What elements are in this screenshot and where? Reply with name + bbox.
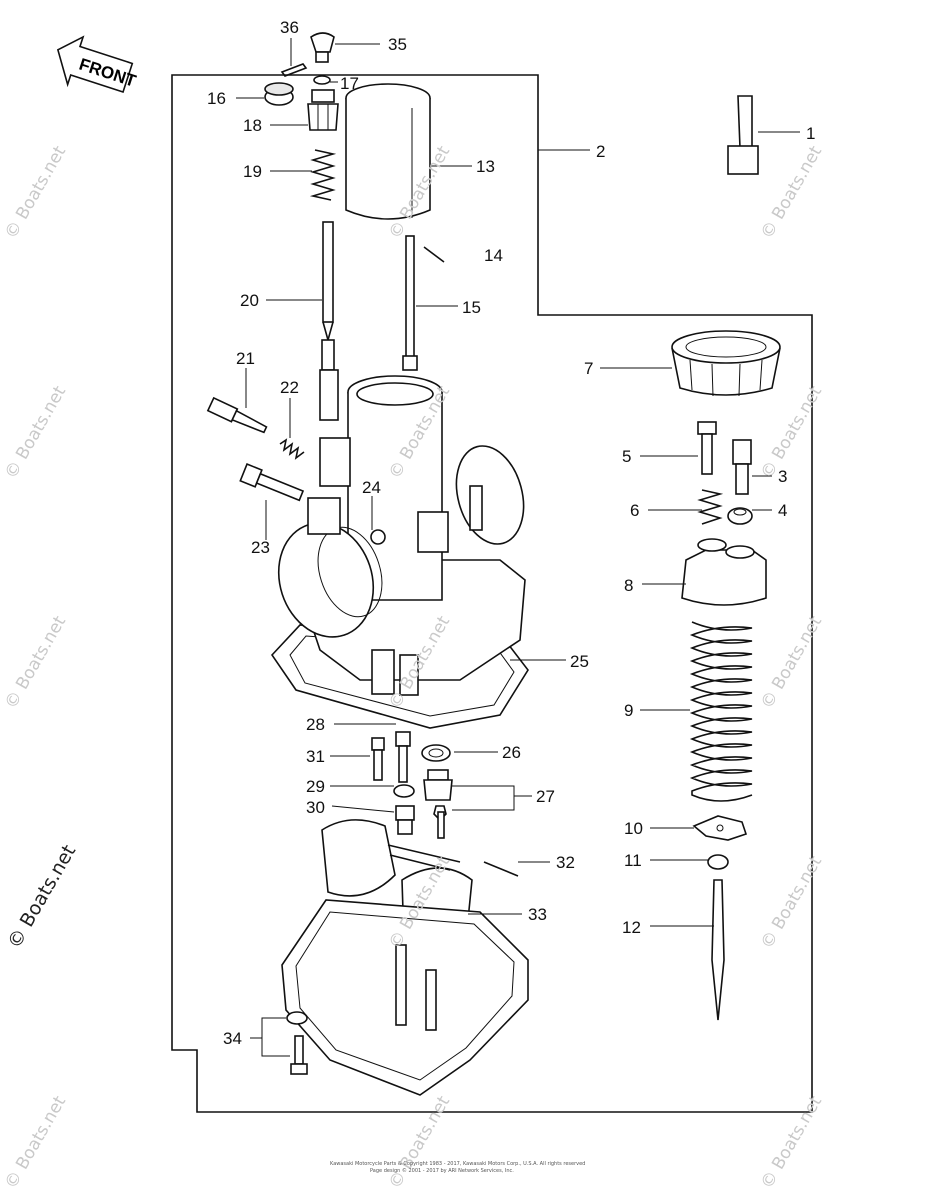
part-1-plunger: [727, 95, 759, 175]
callout-35: 35: [388, 35, 407, 54]
part-3-bolt: [732, 439, 752, 495]
part-32-pin: [483, 861, 519, 877]
watermark-dark: © Boats.net: [3, 841, 80, 952]
callout-6: 6: [630, 501, 639, 520]
part-21-screw: [206, 396, 268, 434]
callout-29: 29: [306, 777, 325, 796]
part-29-washer: [393, 784, 415, 798]
callout-33: 33: [528, 905, 547, 924]
callout-36: 36: [280, 18, 299, 37]
part-6-spring: [697, 489, 724, 525]
part-8-cap: [681, 538, 767, 606]
part-36-clip: [280, 63, 308, 77]
part-18-nut: [307, 89, 339, 131]
callout-2: 2: [596, 142, 605, 161]
part-30-jet: [395, 805, 415, 835]
watermark: © Boats.net: [1, 382, 70, 482]
part-17-washer: [313, 75, 331, 85]
callout-labels: 1 2 3 4 5 6 7 8 9 10 11 12 13 14 15 16 1…: [207, 18, 815, 1048]
part-23-bolt: [239, 463, 305, 502]
part-14-pin: [423, 246, 445, 263]
part-13-throttle-valve: [345, 83, 431, 220]
watermark: © Boats.net: [1, 142, 70, 242]
copyright-line-1: Kawasaki Motorcycle Parts & Copyright 19…: [330, 1161, 585, 1167]
callout-18: 18: [243, 116, 262, 135]
callout-20: 20: [240, 291, 259, 310]
callout-5: 5: [622, 447, 631, 466]
callout-13: 13: [476, 157, 495, 176]
callout-15: 15: [462, 298, 481, 317]
carburetor-body: [270, 375, 529, 729]
watermark: © Boats.net: [1, 1092, 70, 1192]
assembly-frame: [171, 74, 813, 1113]
part-28-jet: [395, 731, 411, 783]
front-arrow: FRONT: [56, 35, 139, 93]
part-26-washer: [421, 744, 451, 762]
watermark: © Boats.net: [757, 612, 826, 712]
callout-8: 8: [624, 576, 633, 595]
part-19-spring: [309, 149, 337, 201]
callout-1: 1: [806, 124, 815, 143]
part-31-jet: [371, 737, 385, 781]
callout-30: 30: [306, 798, 325, 817]
part-4-nut: [727, 507, 753, 525]
part-16-cap: [264, 82, 294, 106]
leader-lines: [236, 38, 800, 1057]
callout-27: 27: [536, 787, 555, 806]
callout-24: 24: [362, 478, 381, 497]
watermark: © Boats.net: [757, 1092, 826, 1192]
callout-32: 32: [556, 853, 575, 872]
part-9-spring: [689, 621, 753, 802]
watermark: © Boats.net: [757, 852, 826, 952]
copyright-line-2: Page design © 2001 - 2017 by ARI Network…: [370, 1167, 514, 1174]
callout-10: 10: [624, 819, 643, 838]
part-10-plate: [692, 815, 748, 841]
part-34-screw: [286, 1011, 308, 1075]
callout-34: 34: [223, 1029, 242, 1048]
callout-17: 17: [340, 74, 359, 93]
part-20-needle: [319, 221, 339, 421]
callout-28: 28: [306, 715, 325, 734]
callout-22: 22: [280, 378, 299, 397]
watermark: © Boats.net: [757, 382, 826, 482]
part-11-clip: [707, 854, 729, 870]
watermark: © Boats.net: [757, 142, 826, 242]
part-35-cap: [310, 32, 335, 63]
callout-14: 14: [484, 246, 503, 265]
callout-3: 3: [778, 467, 787, 486]
callout-11: 11: [624, 851, 642, 870]
callout-25: 25: [570, 652, 589, 671]
callout-31: 31: [306, 747, 325, 766]
part-12-needle: [711, 879, 725, 1021]
callout-23: 23: [251, 538, 270, 557]
watermark: © Boats.net: [1, 612, 70, 712]
callout-9: 9: [624, 701, 633, 720]
callout-16: 16: [207, 89, 226, 108]
callout-21: 21: [236, 349, 255, 368]
float-bowl: [281, 899, 529, 1096]
watermark: © Boats.net: [385, 1092, 454, 1192]
callout-12: 12: [622, 918, 641, 937]
part-22-spring: [279, 438, 305, 460]
callout-26: 26: [502, 743, 521, 762]
callout-19: 19: [243, 162, 262, 181]
callout-4: 4: [778, 501, 787, 520]
part-15-rod: [402, 235, 418, 371]
callout-7: 7: [584, 359, 593, 378]
part-5-screw: [697, 421, 717, 475]
part-7-ring-nut: [671, 330, 781, 397]
